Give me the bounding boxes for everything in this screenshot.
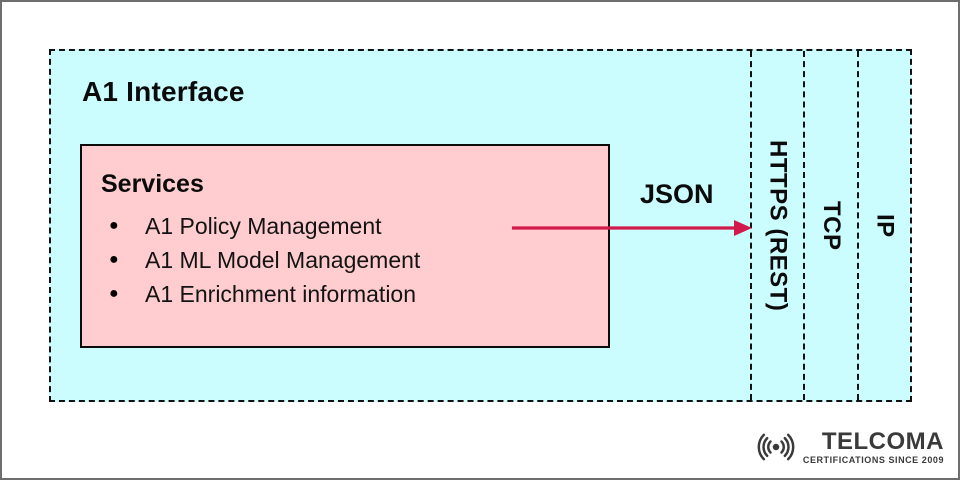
logo-text-block: TELCOMA CERTIFICATIONS SINCE 2009 bbox=[802, 427, 944, 465]
interface-main-area: A1 Interface Services ● A1 Policy Manage… bbox=[51, 51, 752, 400]
logo-tagline: CERTIFICATIONS SINCE 2009 bbox=[802, 454, 944, 465]
protocol-label: HTTPS (REST) bbox=[764, 139, 792, 312]
bullet-icon: ● bbox=[109, 217, 119, 234]
a1-interface-box: A1 Interface Services ● A1 Policy Manage… bbox=[49, 49, 912, 402]
list-item: ● A1 Policy Management bbox=[101, 209, 608, 243]
service-item-label: A1 Policy Management bbox=[145, 212, 382, 239]
services-box: Services ● A1 Policy Management ● A1 ML … bbox=[80, 144, 610, 348]
list-item: ● A1 Enrichment information bbox=[101, 277, 608, 311]
protocol-column-ip: IP bbox=[857, 51, 910, 400]
protocol-column-https: HTTPS (REST) bbox=[750, 51, 803, 400]
json-arrow-label: JSON bbox=[640, 179, 714, 209]
protocol-label: TCP bbox=[818, 200, 845, 251]
telcoma-logo: TELCOMA CERTIFICATIONS SINCE 2009 bbox=[753, 429, 944, 465]
service-item-label: A1 Enrichment information bbox=[145, 280, 417, 307]
logo-name: TELCOMA bbox=[821, 427, 944, 455]
json-flow-arrow-icon bbox=[512, 220, 752, 236]
protocol-label: IP bbox=[871, 213, 899, 238]
protocol-column-tcp: TCP bbox=[803, 51, 857, 400]
services-list: ● A1 Policy Management ● A1 ML Model Man… bbox=[101, 209, 608, 311]
bullet-icon: ● bbox=[109, 285, 119, 302]
service-item-label: A1 ML Model Management bbox=[145, 246, 421, 273]
signal-waves-icon bbox=[757, 433, 795, 461]
list-item: ● A1 ML Model Management bbox=[101, 243, 608, 277]
services-heading: Services bbox=[101, 170, 204, 198]
interface-title: A1 Interface bbox=[82, 76, 245, 107]
bullet-icon: ● bbox=[109, 251, 119, 268]
